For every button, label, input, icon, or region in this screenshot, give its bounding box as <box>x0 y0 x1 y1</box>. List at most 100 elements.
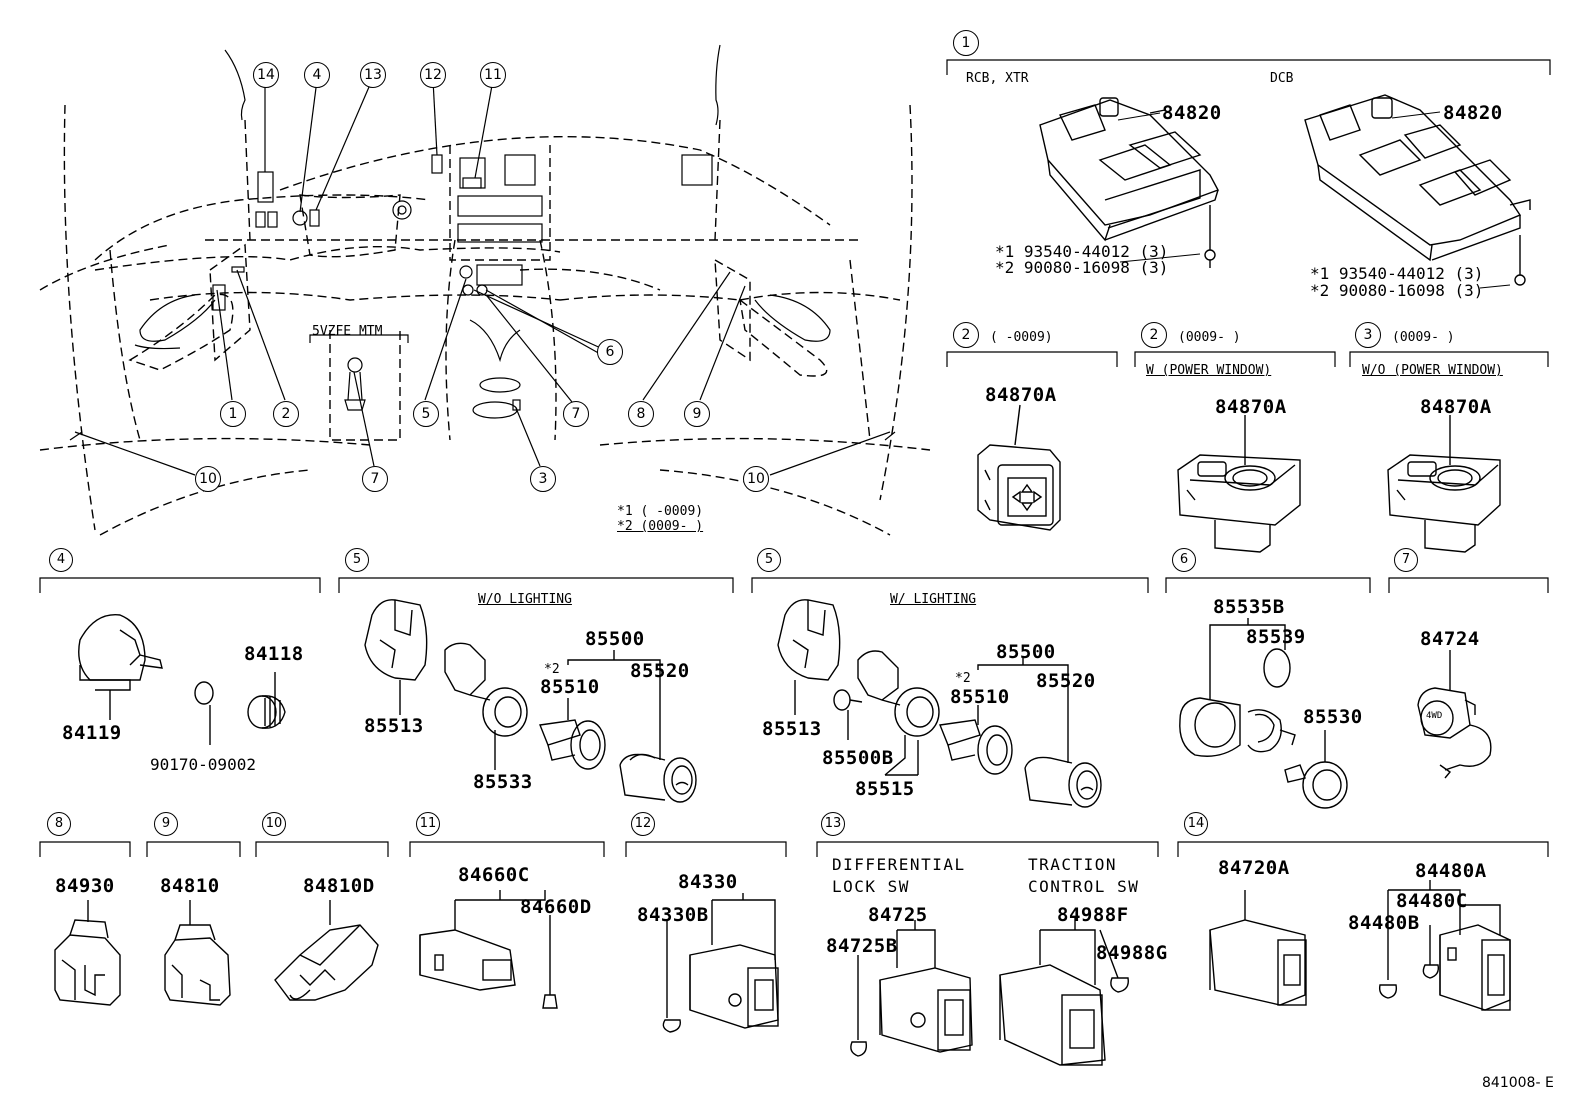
bolt-right-2: *2 90080-16098 (3) <box>1310 281 1484 300</box>
section-5a-number: 5 <box>345 548 369 572</box>
callout-1: 1 <box>220 401 246 427</box>
part-84870a-3: 84870A <box>1420 396 1492 418</box>
part-84930: 84930 <box>55 875 115 897</box>
part-85513-w: 85513 <box>762 718 822 740</box>
section-2a-number: 2 <box>953 322 979 348</box>
star2-w: *2 <box>955 671 971 686</box>
part-84724: 84724 <box>1420 628 1480 650</box>
bottom-switches <box>54 880 1511 1066</box>
bolt-left-2: *2 90080-16098 (3) <box>995 258 1169 277</box>
4wd-switch <box>1417 650 1492 779</box>
callout-8: 8 <box>628 401 654 427</box>
section-2b-label: (0009- ) <box>1178 330 1241 345</box>
diff-lock-label-1: DIFFERENTIAL <box>832 855 966 874</box>
section-14-number: 14 <box>1184 812 1208 836</box>
4wd-knob-label: 4WD <box>1426 711 1443 721</box>
section-9-number: 9 <box>154 812 178 836</box>
callout-12: 12 <box>420 62 446 88</box>
overview-leaders <box>69 79 896 476</box>
part-84810d: 84810D <box>303 875 375 897</box>
section-brackets <box>39 59 1551 857</box>
star2-wo: *2 <box>544 662 560 677</box>
section-7-number: 7 <box>1394 548 1418 572</box>
note-star1: *1 ( -0009) <box>617 504 704 519</box>
callout-14: 14 <box>253 62 279 88</box>
section-1-left-label: RCB, XTR <box>966 71 1029 86</box>
part-85513-wo: 85513 <box>364 715 424 737</box>
part-85515: 85515 <box>855 778 915 800</box>
part-84480a: 84480A <box>1415 860 1487 882</box>
part-85530: 85530 <box>1303 706 1363 728</box>
section-13-number: 13 <box>821 812 845 836</box>
part-84988f: 84988F <box>1057 904 1129 926</box>
callout-4: 4 <box>304 62 330 88</box>
master-switch-left <box>1039 97 1219 268</box>
power-outlet <box>1179 618 1348 809</box>
part-84480c: 84480C <box>1396 890 1468 912</box>
master-switch-right <box>1304 94 1531 286</box>
dimmer-rheostat <box>78 614 286 745</box>
callout-5: 5 <box>413 401 439 427</box>
section-10-number: 10 <box>262 812 286 836</box>
section-4-number: 4 <box>49 548 73 572</box>
section-5a-label: W/O LIGHTING <box>478 592 572 607</box>
part-85520-wo: 85520 <box>630 660 690 682</box>
callout-2: 2 <box>273 401 299 427</box>
part-85500-w: 85500 <box>996 641 1056 663</box>
callout-10-left: 10 <box>195 466 221 492</box>
traction-label-2: CONTROL SW <box>1028 877 1140 896</box>
part-84820-left: 84820 <box>1162 102 1222 124</box>
section-6-number: 6 <box>1172 548 1196 572</box>
part-84725: 84725 <box>868 904 928 926</box>
section-5b-label: W/ LIGHTING <box>890 592 977 607</box>
diagram-code: 841008- E <box>1482 1075 1554 1091</box>
part-84330b: 84330B <box>637 904 709 926</box>
callout-13: 13 <box>360 62 386 88</box>
callout-7-mtm: 7 <box>362 466 388 492</box>
part-84820-right: 84820 <box>1443 102 1503 124</box>
part-84330: 84330 <box>678 871 738 893</box>
callout-11: 11 <box>480 62 506 88</box>
part-84988g: 84988G <box>1096 942 1168 964</box>
section-3-number: 3 <box>1355 322 1381 348</box>
part-84810: 84810 <box>160 875 220 897</box>
part-84870a-2a: 84870A <box>985 384 1057 406</box>
part-84119: 84119 <box>62 722 122 744</box>
callout-9: 9 <box>684 401 710 427</box>
part-84725b: 84725B <box>826 935 898 957</box>
mirror-switch-3 <box>1387 415 1501 553</box>
bolt-right-1: *1 93540-44012 (3) <box>1310 264 1484 283</box>
section-5b-number: 5 <box>757 548 781 572</box>
section-2b-number: 2 <box>1141 322 1167 348</box>
part-84720a: 84720A <box>1218 857 1290 879</box>
part-85539: 85539 <box>1246 626 1306 648</box>
section-12-number: 12 <box>631 812 655 836</box>
part-84660d: 84660D <box>520 896 592 918</box>
section-8-number: 8 <box>47 812 71 836</box>
section-2b-sub: W (POWER WINDOW) <box>1146 363 1272 378</box>
overview-solid <box>134 44 831 419</box>
part-85535b: 85535B <box>1213 596 1285 618</box>
callout-3: 3 <box>530 466 556 492</box>
traction-label-1: TRACTION <box>1028 855 1118 874</box>
part-84480b: 84480B <box>1348 912 1420 934</box>
diff-lock-label-2: LOCK SW <box>832 877 910 896</box>
section-1-number: 1 <box>953 30 979 56</box>
section-2a-label: ( -0009) <box>990 330 1053 345</box>
callout-10-right: 10 <box>743 466 769 492</box>
dashboard-outline <box>39 104 931 536</box>
callout-7: 7 <box>563 401 589 427</box>
section-1-right-label: DCB <box>1270 71 1294 86</box>
callout-6: 6 <box>597 339 623 365</box>
part-84870a-2b: 84870A <box>1215 396 1287 418</box>
part-85533: 85533 <box>473 771 533 793</box>
cigarette-lighter-wo <box>364 599 697 803</box>
part-84660c: 84660C <box>458 864 530 886</box>
engine-label: 5VZFE MTM <box>312 324 383 339</box>
note-star2: *2 (0009- ) <box>617 519 704 534</box>
part-85510-w: 85510 <box>950 686 1010 708</box>
section-3-label: (0009- ) <box>1392 330 1455 345</box>
cigarette-lighter-w <box>777 599 1102 808</box>
section-3-sub: W/O (POWER WINDOW) <box>1362 363 1503 378</box>
